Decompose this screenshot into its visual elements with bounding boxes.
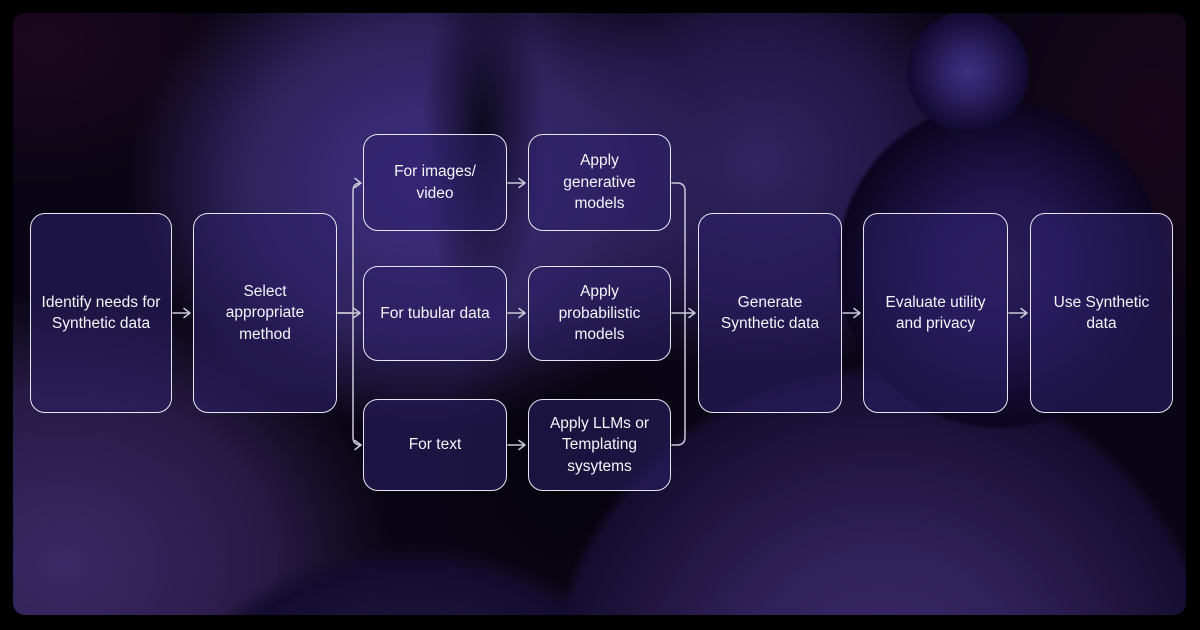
node-apply-probabilistic-models: Apply probabilistic models xyxy=(528,266,671,361)
node-identify-needs: Identify needs for Synthetic data xyxy=(30,213,172,413)
node-select-method: Select appropriate method xyxy=(193,213,337,413)
node-use-synthetic-data: Use Synthetic data xyxy=(1030,213,1173,413)
node-evaluate-utility-privacy: Evaluate utility and privacy xyxy=(863,213,1008,413)
node-apply-llms-templating: Apply LLMs or Templating sysytems xyxy=(528,399,671,491)
node-apply-generative-models: Apply generative models xyxy=(528,134,671,231)
node-for-images-video: For images/ video xyxy=(363,134,507,231)
node-for-text: For text xyxy=(363,399,507,491)
node-generate-synthetic-data: Generate Synthetic data xyxy=(698,213,842,413)
node-for-tubular-data: For tubular data xyxy=(363,266,507,361)
